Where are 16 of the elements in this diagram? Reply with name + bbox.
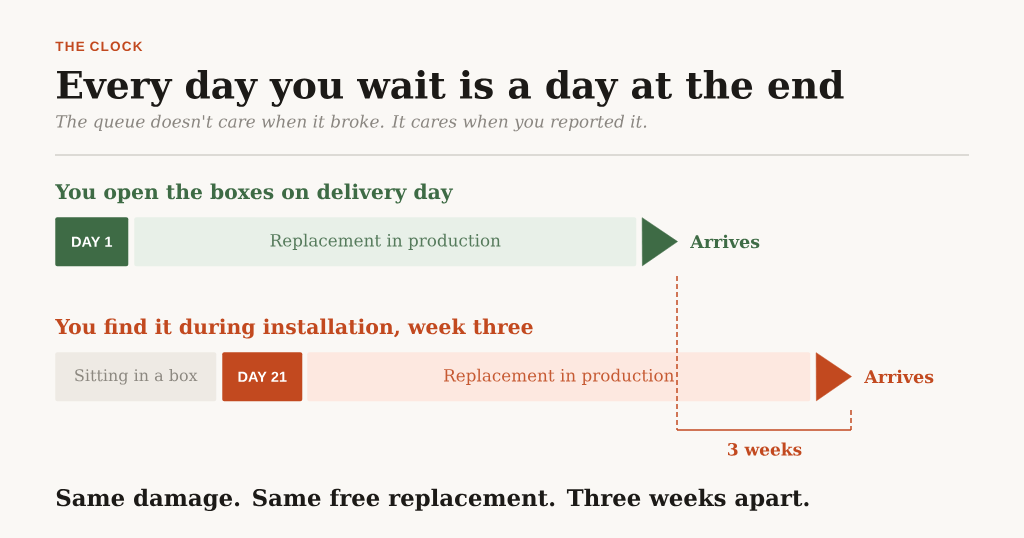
arrival-label: Arrives bbox=[690, 234, 760, 249]
kicker: THE CLOCK bbox=[55, 41, 143, 52]
production-bar: Replacement in production bbox=[307, 352, 811, 402]
day-box: DAY 21 bbox=[222, 352, 303, 402]
dimension-label: 3 weeks bbox=[728, 442, 802, 456]
section-heading: You find it during installation, week three bbox=[55, 318, 533, 339]
title: Every day you wait is a day at the end bbox=[57, 69, 844, 107]
arrow bbox=[641, 217, 678, 267]
caption: Same damage. Same free replacement. Three weeks apart. bbox=[56, 488, 809, 512]
subtitle: The queue doesn't care when it broke. It cares when you reported it. bbox=[56, 114, 647, 132]
production-bar: Replacement in production bbox=[134, 217, 637, 267]
waiting-bar: Sitting in a box bbox=[55, 352, 217, 402]
arrival-label: Arrives bbox=[864, 369, 934, 384]
day-box: DAY 1 bbox=[55, 217, 129, 267]
section-heading: You open the boxes on delivery day bbox=[55, 183, 454, 204]
arrow bbox=[815, 352, 852, 402]
